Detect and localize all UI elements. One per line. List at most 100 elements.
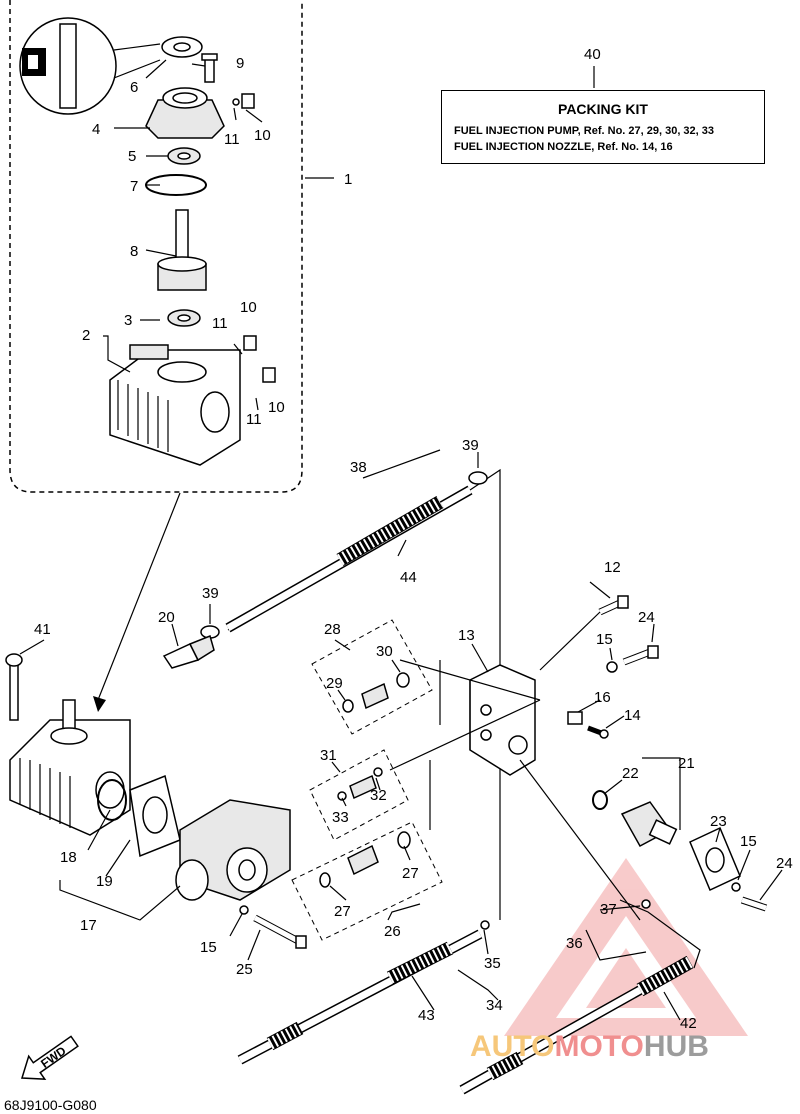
- callout-8: 8: [130, 243, 138, 260]
- control-rod-upper: [225, 485, 473, 633]
- callout-5: 5: [128, 148, 136, 165]
- valve-26: [319, 831, 411, 888]
- plug-nut: [262, 367, 276, 383]
- valve-31: [337, 767, 383, 801]
- spring-upper: [336, 495, 444, 567]
- callout-28: 28: [324, 621, 341, 638]
- fwd-arrow: FWD: [20, 1035, 79, 1080]
- callout-38: 38: [350, 459, 367, 476]
- packing-kit-line-1: FUEL INJECTION PUMP, Ref. No. 27, 29, 30…: [454, 125, 715, 137]
- callout-11c: 11: [246, 411, 262, 428]
- callout-11a: 11: [224, 131, 240, 148]
- nozzle-body: [469, 664, 536, 776]
- flange: [689, 826, 741, 892]
- o-ring: [592, 790, 608, 810]
- drive-shaft: [157, 209, 207, 291]
- group-26-outline: [291, 821, 443, 941]
- callout-10a: 10: [254, 127, 271, 144]
- clip: [641, 899, 651, 909]
- mounting-bolt: [5, 653, 23, 721]
- callout-21: 21: [678, 755, 695, 772]
- bolt: [740, 896, 768, 912]
- packing-kit-box: PACKING KIT FUEL INJECTION PUMP, Ref. No…: [441, 90, 765, 164]
- callout-43: 43: [418, 1007, 435, 1024]
- callout-4: 4: [92, 121, 100, 138]
- group-28-outline: [311, 619, 433, 735]
- callout-25: 25: [236, 961, 253, 978]
- valve-28: [342, 672, 410, 713]
- callout-19: 19: [96, 873, 113, 890]
- bolt: [201, 53, 218, 83]
- leader: [519, 759, 641, 921]
- leader: [539, 611, 601, 671]
- bearing-housing: [145, 87, 225, 139]
- oil-seal: [161, 36, 203, 58]
- clip: [480, 920, 490, 930]
- callout-2: 2: [82, 327, 90, 344]
- screw: [587, 725, 609, 739]
- callout-15b: 15: [740, 833, 757, 850]
- callout-39b: 39: [202, 585, 219, 602]
- watermark-part-1: AUTO: [470, 1030, 555, 1063]
- callout-numbers: 1 2 3 4 5 6 7 8 9 10 10 10 11 11 11 12 1…: [34, 55, 793, 1032]
- control-rod-lower: [237, 929, 483, 1065]
- callout-6: 6: [130, 79, 138, 96]
- callout-9: 9: [236, 55, 244, 72]
- callout-34: 34: [486, 997, 503, 1014]
- callout-44: 44: [400, 569, 417, 586]
- callout-35: 35: [484, 955, 501, 972]
- callout-10c: 10: [268, 399, 285, 416]
- callout-22: 22: [622, 765, 639, 782]
- callout-7: 7: [130, 178, 138, 195]
- callout-3: 3: [124, 312, 132, 329]
- washer: [239, 905, 249, 915]
- callout-15c: 15: [200, 939, 217, 956]
- plug-nut: [243, 335, 257, 351]
- fitting: [162, 634, 215, 669]
- watermark: AUTOMOTOHUB: [470, 1030, 709, 1064]
- detail-arrow: [93, 492, 181, 712]
- washer: [232, 98, 240, 106]
- sensor: [620, 801, 678, 848]
- callout-leaders: [19, 59, 783, 1021]
- callout-39a: 39: [462, 437, 479, 454]
- callout-30: 30: [376, 643, 393, 660]
- seal-detail-magnifier: [19, 17, 161, 115]
- callout-41: 41: [34, 621, 51, 638]
- gasket: [129, 774, 181, 858]
- diagram-id: 68J9100-G080: [4, 1097, 97, 1113]
- washer: [606, 661, 618, 673]
- callout-13: 13: [458, 627, 475, 644]
- packing-kit-title: PACKING KIT: [558, 101, 648, 117]
- pump-body-main: [9, 699, 131, 836]
- callout-27a: 27: [334, 903, 351, 920]
- callout-37: 37: [600, 901, 617, 918]
- control-rod-42: [459, 955, 694, 1095]
- callout-27b: 27: [402, 865, 419, 882]
- watermark-part-2: MOTO: [554, 1030, 644, 1063]
- callout-1: 1: [344, 171, 352, 188]
- plug-nut: [241, 93, 255, 109]
- callout-42: 42: [680, 1015, 697, 1032]
- callout-18: 18: [60, 849, 77, 866]
- callout-29: 29: [326, 675, 343, 692]
- callout-14: 14: [624, 707, 641, 724]
- callout-36: 36: [566, 935, 583, 952]
- leader: [389, 699, 541, 771]
- pump-body-detail: [109, 344, 241, 466]
- callout-15a: 15: [596, 631, 613, 648]
- callout-33: 33: [332, 809, 349, 826]
- group-31-outline: [309, 749, 409, 841]
- callout-17: 17: [80, 917, 97, 934]
- pump-housing: [175, 799, 291, 901]
- packing-kit-line-2: FUEL INJECTION NOZZLE, Ref. No. 14, 16: [454, 141, 673, 153]
- leader: [399, 659, 541, 701]
- callout-11b: 11: [212, 315, 228, 332]
- washer: [731, 882, 741, 892]
- bearing-upper: [167, 147, 201, 165]
- clip: [468, 471, 488, 485]
- bolt: [622, 645, 659, 666]
- callout-24a: 24: [638, 609, 655, 626]
- packing-kit-ref: 40: [584, 46, 601, 63]
